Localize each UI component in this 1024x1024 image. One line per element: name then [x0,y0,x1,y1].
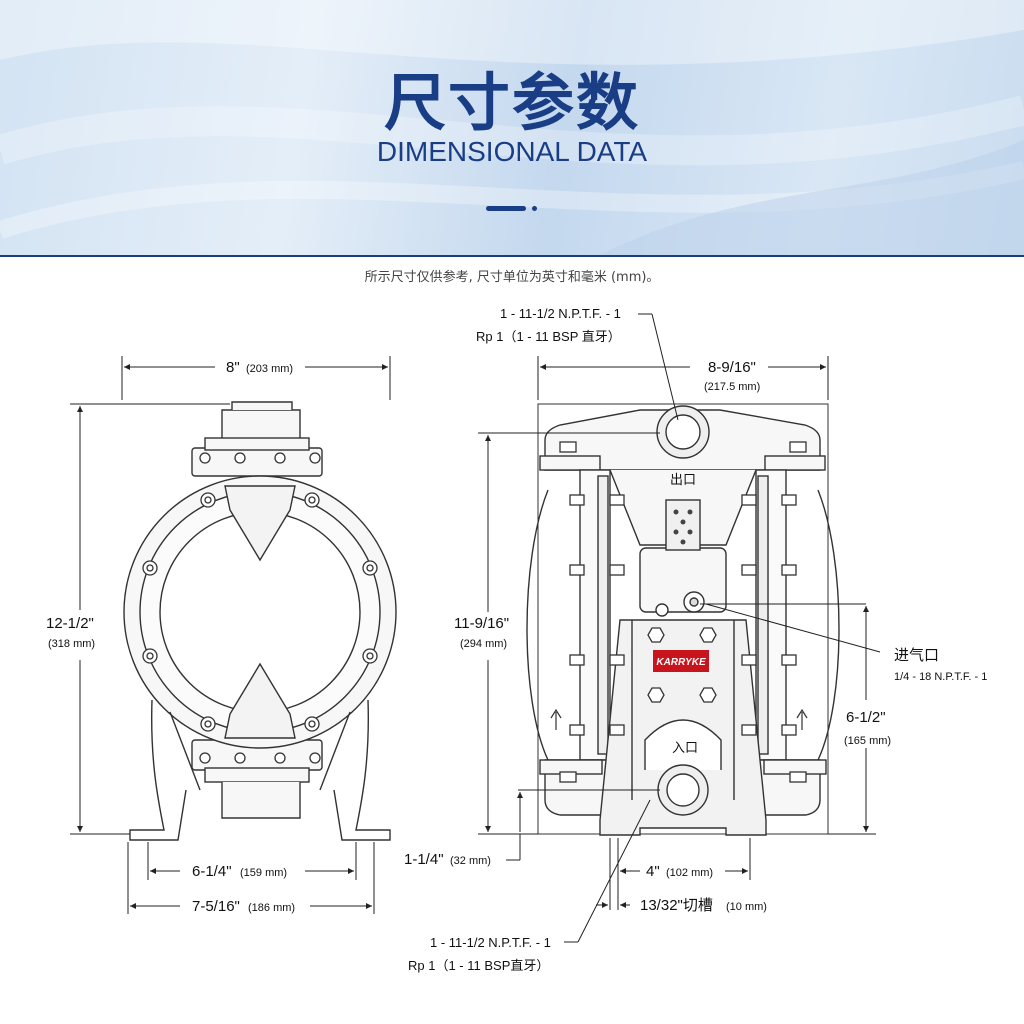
air-height-mm: (165 mm) [844,735,891,747]
inlet-thread-line2: Rp 1（1 - 11 BSP直牙） [408,958,549,973]
brand-logo [653,650,709,672]
outlet-thread-line2: Rp 1（1 - 11 BSP 直牙） [476,329,621,344]
base-outer-mm: (186 mm) [248,902,295,914]
side-view-dimensions [70,356,391,914]
inlet-height-mm: (32 mm) [450,855,491,867]
side-view-bolts [142,452,378,764]
page-title: 尺寸参数 [383,66,640,139]
right-height-mm: (294 mm) [460,638,507,650]
base-inner-mm: (159 mm) [240,867,287,879]
right-width-label: 8-9/16" [708,359,756,376]
slot-label: 13/32"切槽 [640,897,713,914]
air-inlet-thread: 1/4 - 18 N.P.T.F. - 1 [894,671,987,683]
header-rule [0,255,1024,257]
wave-background [0,0,1024,255]
left-width-mm: (203 mm) [246,363,293,375]
left-height-mm: (318 mm) [48,638,95,650]
slot-mm: (10 mm) [726,901,767,913]
header-banner: 尺寸参数 DIMENSIONAL DATA [0,0,1024,255]
front-view-drawing [526,403,840,836]
left-width-label: 8" [226,359,240,376]
outlet-thread-line1: 1 - 11-1/2 N.P.T.F. - 1 [500,306,621,321]
front-view-dimensions [478,313,881,943]
inlet-label: 入口 [672,740,698,755]
page-subtitle: DIMENSIONAL DATA [376,136,648,167]
base-inner-label: 6-1/4" [192,863,232,880]
outlet-label: 出口 [670,472,696,487]
inlet-thread-line1: 1 - 11-1/2 N.P.T.F. - 1 [430,935,551,950]
inlet-height-label: 1-1/4" [404,851,444,868]
title-dash [486,206,526,211]
foot-spacing-mm: (102 mm) [666,867,713,879]
units-note: 所示尺寸仅供参考, 尺寸单位为英寸和毫米 (mm)。 [364,270,660,285]
side-view-drawing [123,401,397,841]
left-height-label: 12-1/2" [46,615,94,632]
air-height-label: 6-1/2" [846,709,886,726]
right-height-label: 11-9/16" [454,615,509,632]
brand-logo-text: KARRYKE [656,657,706,668]
base-outer-label: 7-5/16" [192,898,240,915]
flow-arrow-icons [550,708,808,730]
dimension-diagram: 8" (203 mm) 12-1/2" (318 mm) 6-1/4" (159… [46,306,987,973]
muffler-holes [673,509,693,545]
foot-spacing-label: 4" [646,863,660,880]
air-inlet-label: 进气口 [894,647,939,664]
front-view-bolts [559,441,807,783]
right-width-mm: (217.5 mm) [704,381,760,393]
title-dot [532,206,537,211]
